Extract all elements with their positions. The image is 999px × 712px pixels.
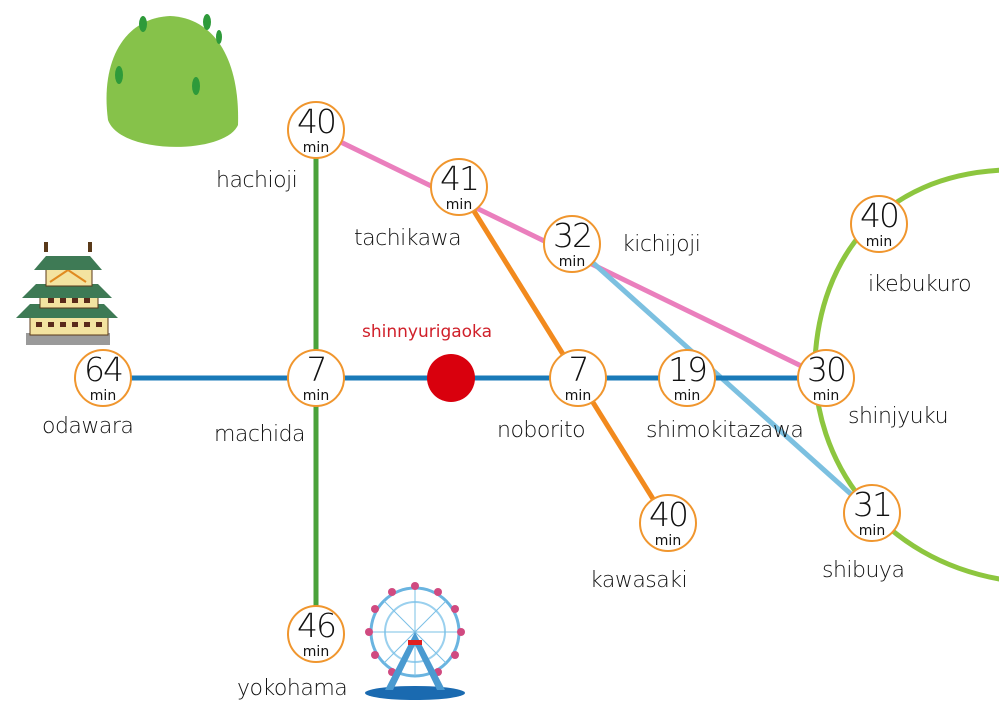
station-tachikawa[interactable]: 41 min [430, 158, 488, 216]
travel-time: 41 [440, 159, 480, 198]
travel-time: 40 [860, 196, 900, 235]
travel-time: 31 [853, 485, 893, 524]
time-unit: min [89, 388, 117, 404]
station-label-kichijoji: kichijoji [622, 232, 701, 257]
mountain-illustration [106, 14, 239, 147]
origin-station-marker[interactable] [427, 354, 475, 402]
time-unit: min [673, 388, 701, 404]
time-unit: min [302, 388, 330, 404]
station-label-shimokitazawa: shimokitazawa [646, 418, 804, 443]
station-shinjyuku[interactable]: 30 min [797, 349, 855, 407]
station-label-shibuya: shibuya [822, 558, 905, 583]
station-yokohama[interactable]: 46 min [287, 605, 345, 663]
time-unit: min [654, 533, 682, 549]
station-kichijoji[interactable]: 32 min [543, 215, 601, 273]
ferris-wheel-illustration [365, 582, 465, 700]
station-machida[interactable]: 7 min [287, 349, 345, 407]
station-label-noborito: noborito [497, 418, 586, 443]
station-label-machida: machida [214, 422, 306, 447]
station-ikebukuro[interactable]: 40 min [850, 195, 908, 253]
station-hachioji[interactable]: 40 min [287, 101, 345, 159]
station-label-ikebukuro: ikebukuro [868, 272, 972, 297]
time-unit: min [302, 644, 330, 660]
time-unit: min [564, 388, 592, 404]
travel-time: 7 [568, 350, 590, 389]
station-label-yokohama: yokohama [237, 676, 348, 701]
station-label-odawara: odawara [42, 414, 134, 439]
station-label-kawasaki: kawasaki [590, 568, 688, 593]
station-kawasaki[interactable]: 40 min [639, 494, 697, 552]
station-label-shinjyuku: shinjyuku [848, 404, 949, 429]
travel-time: 40 [297, 102, 337, 141]
castle-illustration [16, 242, 118, 345]
time-unit: min [558, 254, 586, 270]
time-unit: min [865, 234, 893, 250]
travel-time: 46 [297, 606, 337, 645]
station-odawara[interactable]: 64 min [74, 349, 132, 407]
origin-station-label: shinnyurigaoka [362, 322, 493, 342]
travel-time: 40 [649, 495, 689, 534]
station-shibuya[interactable]: 31 min [843, 484, 901, 542]
time-unit: min [302, 140, 330, 156]
station-label-hachioji: hachioji [216, 168, 298, 193]
station-label-tachikawa: tachikawa [354, 226, 462, 251]
travel-time: 64 [84, 350, 124, 389]
travel-time: 19 [668, 350, 708, 389]
station-noborito[interactable]: 7 min [549, 349, 607, 407]
time-unit: min [445, 197, 473, 213]
travel-time: 32 [553, 216, 593, 255]
time-unit: min [812, 388, 840, 404]
travel-time: 7 [306, 350, 328, 389]
travel-time: 30 [807, 350, 847, 389]
time-unit: min [858, 523, 886, 539]
station-shimokitazawa[interactable]: 19 min [658, 349, 716, 407]
